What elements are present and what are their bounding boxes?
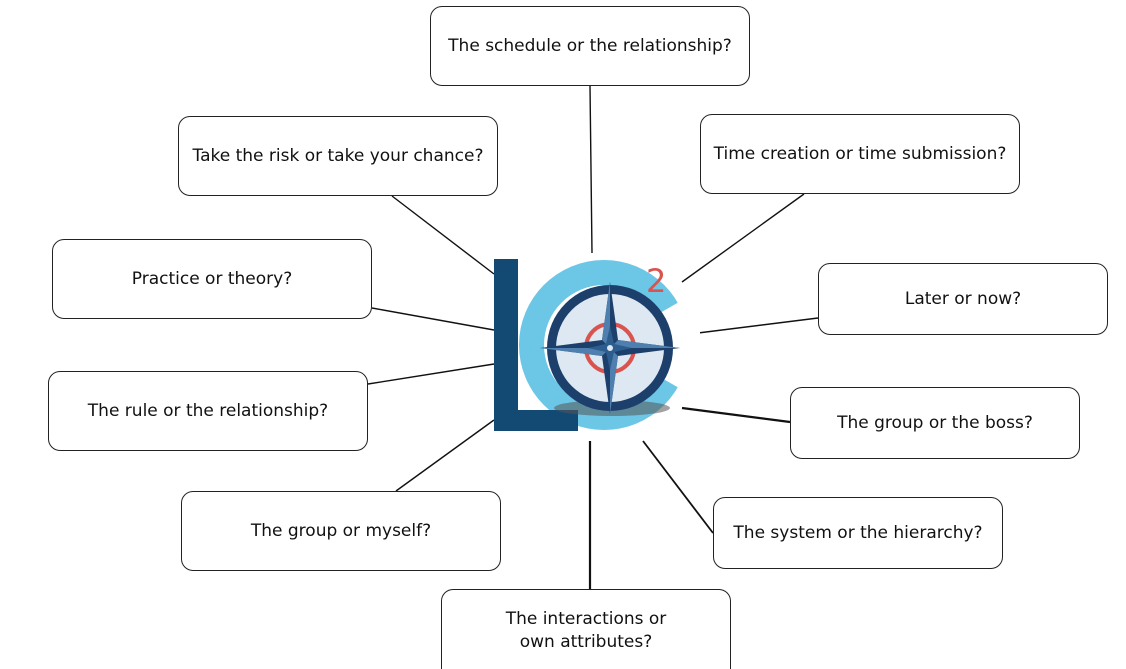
node-practice-or-theory: Practice or theory? xyxy=(52,239,372,319)
connector-myself xyxy=(395,419,495,492)
node-risk-or-chance: Take the risk or take your chance? xyxy=(178,116,498,196)
node-label: Practice or theory? xyxy=(131,268,293,289)
connector-schedule xyxy=(589,85,593,254)
connector-rule xyxy=(367,363,495,385)
connector-lines xyxy=(367,85,819,589)
connector-system xyxy=(642,440,714,534)
node-rule-or-relationship: The rule or the relationship? xyxy=(48,371,368,451)
node-schedule-or-relationship: The schedule or the relationship? xyxy=(430,6,750,86)
connector-practice xyxy=(371,307,495,331)
node-label: Time creation or time submission? xyxy=(713,143,1007,164)
connector-risk xyxy=(391,195,495,275)
node-interactions-or-attributes: The interactions or own attributes? xyxy=(441,589,731,669)
node-label: The interactions or own attributes? xyxy=(505,609,667,652)
connector-boss xyxy=(681,406,791,424)
node-label: The schedule or the relationship? xyxy=(448,35,732,56)
node-group-or-boss: The group or the boss? xyxy=(790,387,1080,459)
node-label: Take the risk or take your chance? xyxy=(192,145,484,166)
node-label: Later or now? xyxy=(904,288,1022,309)
node-label: The rule or the relationship? xyxy=(87,400,329,421)
connector-later xyxy=(681,317,819,336)
node-label: The system or the hierarchy? xyxy=(733,522,983,543)
node-label: The group or myself? xyxy=(250,520,432,541)
node-later-or-now: Later or now? xyxy=(818,263,1108,335)
node-label: The group or the boss? xyxy=(837,412,1033,433)
node-group-or-myself: The group or myself? xyxy=(181,491,501,571)
connector-time xyxy=(681,193,805,283)
node-time-creation-or-submission: Time creation or time submission? xyxy=(700,114,1020,194)
node-system-or-hierarchy: The system or the hierarchy? xyxy=(713,497,1003,569)
